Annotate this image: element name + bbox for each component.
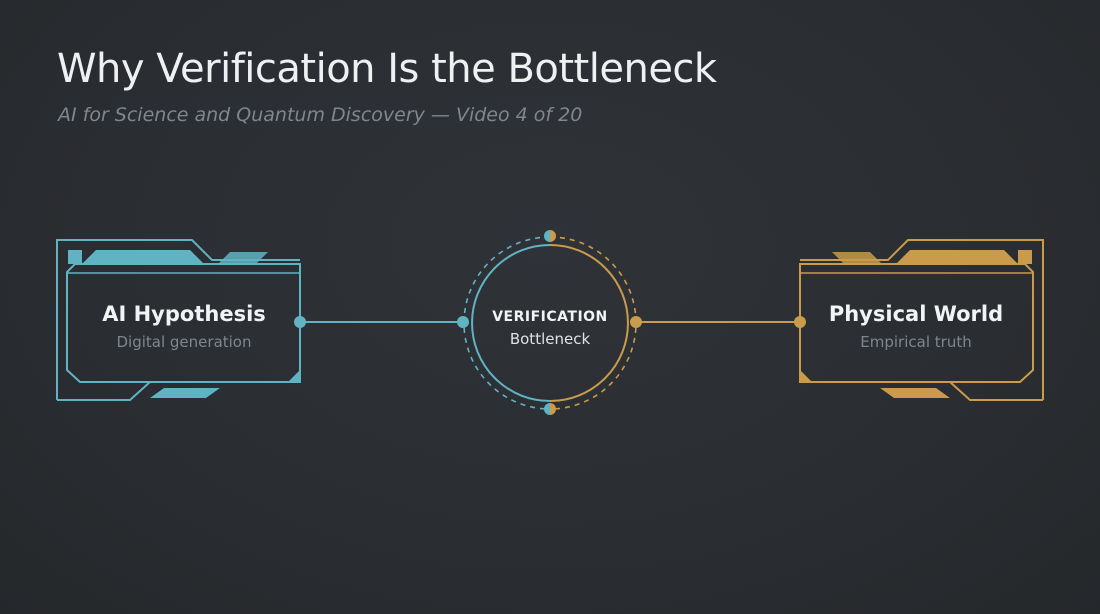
right-connector-dot-start	[630, 316, 642, 328]
physical-world-accent-corner	[800, 370, 812, 382]
ai-hypothesis-subtitle: Digital generation	[117, 333, 252, 351]
verification-node: VERIFICATION Bottleneck	[463, 230, 637, 415]
physical-world-inner-frame	[799, 263, 1034, 383]
verification-bottom-dot-left	[544, 403, 550, 415]
verification-subtitle: Bottleneck	[510, 330, 591, 348]
ai-hypothesis-accent-corner	[288, 370, 300, 382]
ai-hypothesis-accent-tab	[82, 250, 204, 264]
verification-inner-ring-right	[549, 244, 629, 402]
verification-bottom-dot-right	[550, 403, 556, 415]
physical-world-node: Physical World Empirical truth	[799, 239, 1044, 401]
verification-title: VERIFICATION	[492, 309, 608, 325]
right-connector	[630, 316, 806, 328]
verification-top-dot-left	[544, 230, 550, 242]
ai-hypothesis-node: AI Hypothesis Digital generation	[56, 239, 301, 401]
slide-title: Why Verification Is the Bottleneck	[57, 46, 717, 92]
verification-inner-ring-left	[471, 244, 551, 402]
physical-world-title: Physical World	[829, 302, 1003, 326]
ai-hypothesis-accent-top	[68, 250, 82, 264]
left-connector	[294, 316, 469, 328]
ai-hypothesis-accent-tab-small	[218, 252, 268, 264]
verification-outer-ring-left	[463, 236, 551, 410]
physical-world-accent-tab	[896, 250, 1018, 264]
left-connector-dot-end	[457, 316, 469, 328]
slide-subtitle: AI for Science and Quantum Discovery — V…	[58, 104, 583, 126]
physical-world-accent-tab-small	[832, 252, 882, 264]
verification-top-dot-right	[550, 230, 556, 242]
left-connector-dot-start	[294, 316, 306, 328]
ai-hypothesis-accent-bottom	[150, 388, 220, 398]
physical-world-subtitle: Empirical truth	[860, 333, 971, 351]
ai-hypothesis-title: AI Hypothesis	[102, 302, 266, 326]
physical-world-accent-top	[1018, 250, 1032, 264]
physical-world-accent-bottom	[880, 388, 950, 398]
